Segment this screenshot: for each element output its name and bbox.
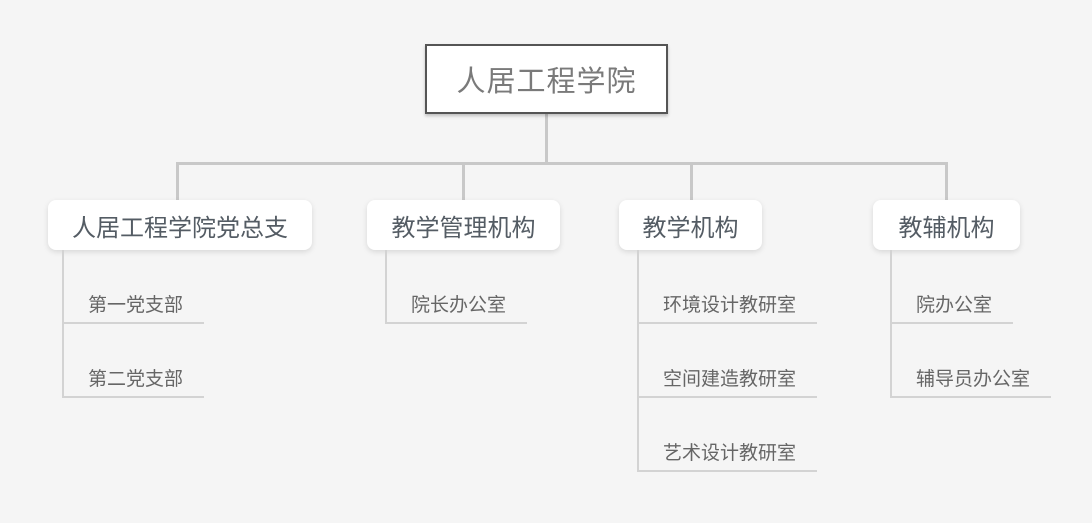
org-node-leaf-label: 院长办公室: [411, 295, 507, 316]
org-branch-children-auxiliary: 院办公室 辅导员办公室: [890, 250, 1052, 398]
connector-root-drop: [545, 114, 548, 162]
org-node-leaf-label: 辅导员办公室: [916, 369, 1031, 390]
org-node-root-label: 人居工程学院: [456, 66, 637, 98]
org-node-leaf-label: 院办公室: [916, 295, 993, 316]
org-node-leaf-label: 第一党支部: [88, 295, 184, 316]
org-branch-children-teaching: 环境设计教研室 空间建造教研室 艺术设计教研室: [637, 250, 818, 472]
org-node-leaf[interactable]: 第二党支部: [64, 324, 205, 398]
connector-horizontal-rail: [176, 162, 948, 165]
connector-drop-branch-1: [176, 165, 179, 201]
org-node-branch-teaching-management[interactable]: 教学管理机构: [367, 200, 560, 250]
org-node-branch-label: 教辅机构: [898, 214, 995, 242]
org-node-leaf[interactable]: 艺术设计教研室: [639, 398, 818, 472]
org-branch-children-party: 第一党支部 第二党支部: [62, 250, 205, 398]
org-node-leaf[interactable]: 辅导员办公室: [892, 324, 1052, 398]
org-node-branch-label: 人居工程学院党总支: [72, 214, 288, 242]
org-node-leaf[interactable]: 环境设计教研室: [639, 250, 818, 324]
connector-drop-branch-3: [690, 165, 693, 201]
org-node-leaf[interactable]: 空间建造教研室: [639, 324, 818, 398]
org-node-leaf[interactable]: 院长办公室: [387, 250, 528, 324]
org-node-leaf-label: 第二党支部: [88, 369, 184, 390]
org-node-branch-auxiliary[interactable]: 教辅机构: [873, 200, 1020, 250]
org-node-leaf-label: 空间建造教研室: [663, 369, 797, 390]
org-node-branch-party[interactable]: 人居工程学院党总支: [48, 200, 312, 250]
org-node-leaf[interactable]: 第一党支部: [64, 250, 205, 324]
org-node-branch-teaching[interactable]: 教学机构: [619, 200, 762, 250]
connector-drop-branch-4: [945, 165, 948, 201]
org-node-branch-label: 教学机构: [642, 214, 739, 242]
org-node-root[interactable]: 人居工程学院: [425, 44, 668, 114]
connector-drop-branch-2: [462, 165, 465, 201]
org-node-leaf[interactable]: 院办公室: [892, 250, 1014, 324]
org-branch-children-teaching-management: 院长办公室: [385, 250, 528, 324]
org-node-leaf-label: 环境设计教研室: [663, 295, 797, 316]
org-node-leaf-label: 艺术设计教研室: [663, 443, 797, 464]
org-node-branch-label: 教学管理机构: [391, 214, 536, 242]
